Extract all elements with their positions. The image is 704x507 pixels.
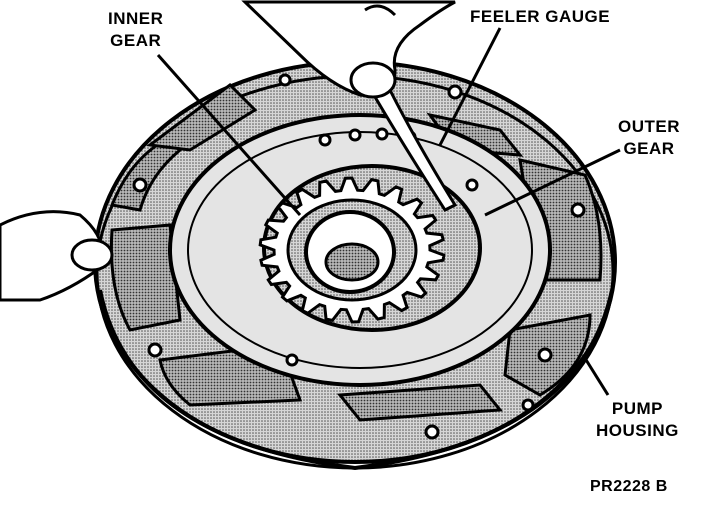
feeler-gauge-leader xyxy=(438,27,502,146)
inner-gear-label-line1: INNER xyxy=(108,9,164,28)
pump-housing-leader xyxy=(581,354,610,396)
figure-code: PR2228 B xyxy=(590,476,668,498)
inner-gear-label: INNER GEAR xyxy=(108,8,163,52)
outer-gear-label: OUTER GEAR xyxy=(618,116,680,160)
leader-lines xyxy=(156,27,621,396)
pump-housing-label-line1: PUMP xyxy=(611,399,663,418)
pump-housing-label-line2: HOUSING xyxy=(596,421,679,440)
inner-gear-leader xyxy=(156,54,302,216)
inner-gear-label-line2: GEAR xyxy=(110,31,162,50)
pump-housing-label: PUMP HOUSING xyxy=(596,398,679,442)
hand-top xyxy=(241,0,456,99)
hand-left xyxy=(0,210,114,302)
feeler-gauge-label: FEELER GAUGE xyxy=(470,6,610,28)
feeler-gauge xyxy=(365,78,458,212)
figure-code-text: PR2228 B xyxy=(590,478,668,495)
outer-gear-leader xyxy=(484,148,621,217)
center-hub xyxy=(304,210,396,294)
outer-gear-label-line1: OUTER xyxy=(618,117,680,136)
outer-gear-label-line2: GEAR xyxy=(623,139,675,158)
feeler-gauge-label-text: FEELER GAUGE xyxy=(470,7,611,26)
bolt-holes xyxy=(132,73,586,440)
